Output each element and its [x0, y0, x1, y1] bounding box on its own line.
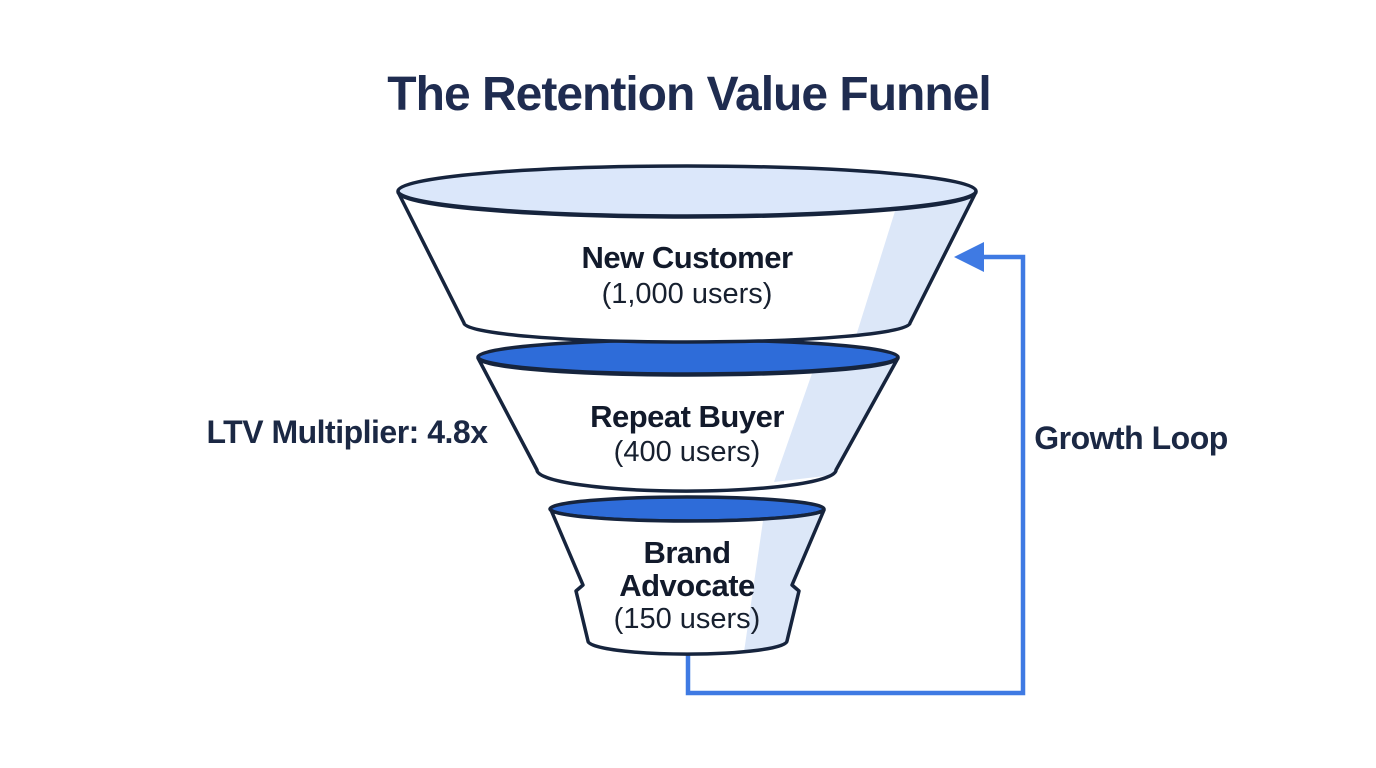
page-title: The Retention Value Funnel	[387, 68, 990, 121]
stage1-rim-ellipse	[396, 164, 978, 218]
stage1-body	[398, 192, 976, 342]
ltv-multiplier-label: LTV Multiplier: 4.8x	[207, 414, 489, 450]
stage2-highlight-stripe	[774, 358, 898, 482]
stage2-users-label: (400 users)	[614, 436, 761, 468]
stage3-users-label: (150 users)	[614, 603, 761, 635]
funnel-stage-repeat-buyer: Repeat Buyer (400 users)	[476, 338, 900, 493]
funnel-stage-new-customer: New Customer (1,000 users)	[396, 164, 978, 344]
funnel-stage-brand-advocate: Brand Advocate (150 users)	[548, 495, 826, 656]
stage2-label: Repeat Buyer	[590, 399, 784, 434]
stage3-label-line1: Brand	[643, 535, 730, 570]
stage3-body-outline	[549, 508, 826, 656]
stage1-highlight-stripe	[856, 192, 976, 336]
growth-loop-line	[685, 254, 1026, 696]
stage1-label: New Customer	[581, 240, 792, 275]
growth-loop-arrowhead-icon	[954, 242, 984, 272]
stage2-body-outline	[476, 356, 900, 493]
stage3-label-line2: Advocate	[619, 568, 755, 603]
growth-loop-arrow	[685, 242, 1026, 696]
stage1-users-label: (1,000 users)	[602, 278, 773, 310]
growth-loop-label: Growth Loop	[1034, 420, 1228, 456]
